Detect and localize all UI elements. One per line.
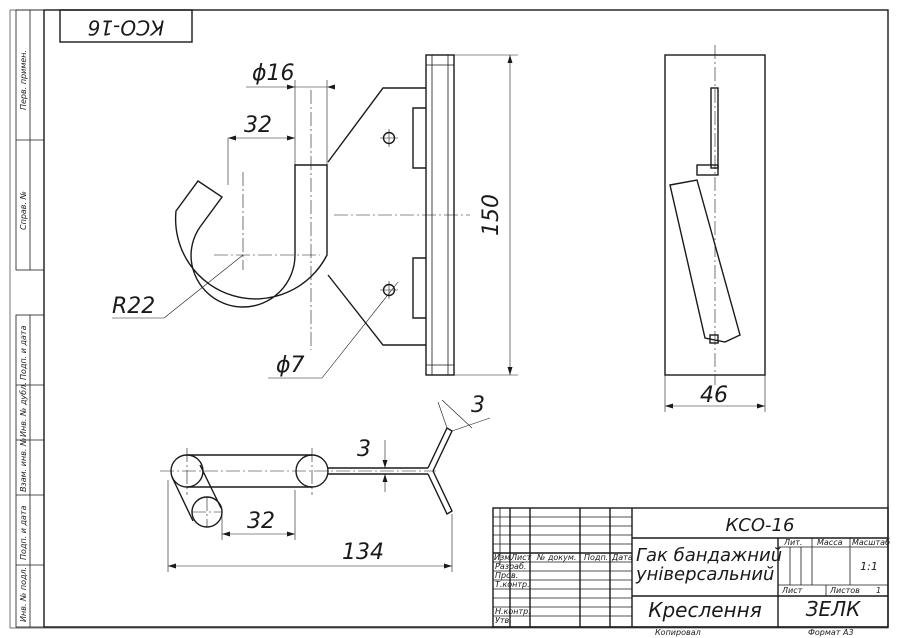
dim-3-inclined-text: 3 <box>471 393 485 418</box>
dim-150: 150 <box>454 54 518 376</box>
label-inv-podl: Инв. № подл. <box>19 567 28 622</box>
dim-46: 46 <box>664 375 766 412</box>
title-org: ЗЕЛК <box>806 597 861 621</box>
corner-stamp-text: КСО-16 <box>88 16 165 40</box>
dim-r22: R22 <box>112 254 244 319</box>
hook-outline <box>174 164 328 308</box>
dim-3-vertical: 3 <box>355 437 404 492</box>
copied-label: Копировал <box>655 628 701 637</box>
dim-d7: ϕ7 <box>268 281 399 379</box>
scale-value: 1:1 <box>860 560 878 573</box>
label-podp-data-2: Подп. и дата <box>19 505 28 560</box>
label-vzam-inv: Взам. инв. № <box>19 438 28 492</box>
dim-32-bottom: 32 <box>221 490 296 540</box>
hook-top-view <box>160 427 453 528</box>
dim-3-inclined: 3 <box>437 393 491 432</box>
sheets-value: 1 <box>876 586 881 595</box>
dim-46-text: 46 <box>700 383 728 408</box>
label-perv-primen: Перв. примен. <box>19 50 28 110</box>
sheet-label: Лист <box>781 586 803 595</box>
r-nkontr: Н.контр. <box>495 607 531 616</box>
title-name-line2: універсальниŭ <box>635 564 774 585</box>
col-lit: Лит. <box>783 538 802 547</box>
title-name-line1: Гак бандажниŭ <box>636 545 782 566</box>
left-strip: Перв. примен. Справ. № Подп. и дата Инв.… <box>15 9 45 628</box>
dim-134-text: 134 <box>342 540 384 565</box>
h-podp: Подп. <box>584 553 608 562</box>
dim-r22-text: R22 <box>112 294 155 319</box>
col-masshtab: Масштаб <box>852 538 890 547</box>
format-label: Формат А3 <box>808 628 854 637</box>
label-sprav-no: Справ. № <box>19 191 28 230</box>
h-data: Дата <box>611 553 633 562</box>
r-prov: Пров. <box>495 571 518 580</box>
dim-150-text: 150 <box>479 194 504 236</box>
sheets-label: Листов <box>829 586 860 595</box>
h-doc: № докум. <box>536 553 576 562</box>
dim-32-top: 32 <box>227 113 295 185</box>
r-razrab: Разраб. <box>495 562 526 571</box>
dim-134: 134 <box>167 480 453 572</box>
h-list: Лист <box>510 553 532 562</box>
hook-front-view <box>174 54 470 376</box>
r-utv: Утв. <box>495 616 512 625</box>
title-block: КСО-16 Гак бандажниŭ універсальниŭ Кресл… <box>492 507 890 637</box>
dim-d16-text: ϕ16 <box>252 61 295 86</box>
col-massa: Масса <box>817 538 843 547</box>
r-tkontr: Т.контр. <box>495 580 530 589</box>
label-inv-dubl: Инв. № дубл. <box>19 382 28 437</box>
hook-side-view <box>664 45 766 385</box>
dim-d16: ϕ16 <box>246 61 335 165</box>
label-podp-data-1: Подп. и дата <box>19 325 28 380</box>
dim-3-vertical-text: 3 <box>357 437 371 462</box>
dim-d7-text: ϕ7 <box>276 353 305 378</box>
corner-stamp: КСО-16 <box>59 9 193 43</box>
title-doc-type: Креслення <box>648 598 761 622</box>
h-izm: Изм. <box>494 553 513 562</box>
title-designation: КСО-16 <box>726 515 795 536</box>
dim-32-top-text: 32 <box>244 113 272 138</box>
dim-32-bottom-text: 32 <box>247 509 275 534</box>
